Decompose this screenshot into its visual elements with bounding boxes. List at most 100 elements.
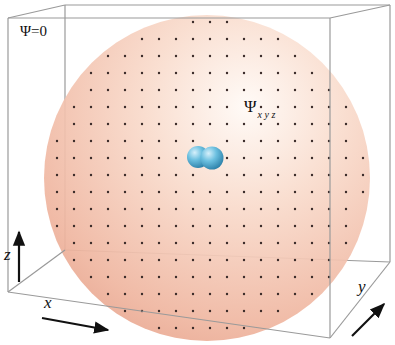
wavefunction-subscript: x y z <box>258 110 276 120</box>
grid-point <box>209 55 211 57</box>
grid-point <box>243 242 245 244</box>
grid-point <box>175 242 177 244</box>
grid-point <box>192 123 194 125</box>
grid-point <box>192 293 194 295</box>
grid-point <box>311 174 313 176</box>
grid-point <box>260 310 262 312</box>
grid-point <box>311 72 313 74</box>
grid-point <box>192 259 194 261</box>
boundary-label: Ψ=0 <box>20 24 47 39</box>
grid-point <box>107 242 109 244</box>
grid-point <box>226 310 228 312</box>
grid-point <box>209 72 211 74</box>
grid-point <box>90 174 92 176</box>
grid-point <box>294 123 296 125</box>
grid-point <box>175 310 177 312</box>
grid-point <box>158 259 160 261</box>
grid-point <box>294 55 296 57</box>
grid-point <box>277 276 279 278</box>
grid-point <box>141 106 143 108</box>
grid-point <box>260 106 262 108</box>
grid-point <box>243 191 245 193</box>
grid-point <box>175 208 177 210</box>
grid-point <box>277 38 279 40</box>
grid-point <box>192 106 194 108</box>
grid-point <box>56 208 58 210</box>
grid-point <box>345 106 347 108</box>
grid-point <box>311 259 313 261</box>
grid-point <box>158 174 160 176</box>
grid-point <box>107 55 109 57</box>
grid-point <box>260 140 262 142</box>
grid-point <box>294 191 296 193</box>
grid-point <box>73 106 75 108</box>
grid-point <box>90 72 92 74</box>
grid-point <box>226 123 228 125</box>
grid-point <box>107 276 109 278</box>
grid-point <box>260 72 262 74</box>
grid-point <box>311 208 313 210</box>
grid-point <box>192 208 194 210</box>
grid-point <box>277 259 279 261</box>
grid-point <box>209 259 211 261</box>
grid-point <box>158 191 160 193</box>
grid-point <box>192 225 194 227</box>
grid-point <box>141 38 143 40</box>
grid-point <box>73 208 75 210</box>
grid-point <box>294 89 296 91</box>
axis-arrows <box>19 232 384 336</box>
grid-point <box>124 242 126 244</box>
grid-point <box>192 38 194 40</box>
grid-point <box>209 293 211 295</box>
grid-point <box>158 327 160 329</box>
grid-point <box>277 72 279 74</box>
grid-point <box>192 55 194 57</box>
grid-point <box>90 123 92 125</box>
wavefunction-symbol: Ψ <box>244 98 257 115</box>
grid-point <box>294 293 296 295</box>
grid-point <box>226 208 228 210</box>
grid-point <box>260 191 262 193</box>
grid-point <box>141 140 143 142</box>
grid-point <box>294 106 296 108</box>
grid-point <box>260 174 262 176</box>
grid-point <box>243 55 245 57</box>
grid-point <box>192 327 194 329</box>
grid-point <box>243 72 245 74</box>
grid-point <box>192 21 194 23</box>
grid-point <box>260 208 262 210</box>
grid-point <box>192 140 194 142</box>
grid-point <box>260 259 262 261</box>
grid-point <box>107 157 109 159</box>
grid-point <box>209 21 211 23</box>
grid-point <box>226 89 228 91</box>
grid-point <box>226 140 228 142</box>
grid-point <box>294 140 296 142</box>
grid-point <box>243 38 245 40</box>
grid-point <box>277 106 279 108</box>
grid-point <box>277 89 279 91</box>
grid-point <box>277 157 279 159</box>
grid-point <box>90 208 92 210</box>
grid-point <box>141 157 143 159</box>
grid-point <box>311 293 313 295</box>
grid-point <box>158 55 160 57</box>
grid-point <box>226 242 228 244</box>
grid-point <box>90 242 92 244</box>
grid-point <box>73 174 75 176</box>
grid-point <box>124 140 126 142</box>
grid-point <box>243 327 245 329</box>
grid-point <box>107 140 109 142</box>
grid-point <box>277 242 279 244</box>
grid-point <box>107 225 109 227</box>
grid-point <box>243 174 245 176</box>
grid-point <box>209 123 211 125</box>
axis-label: x <box>44 294 52 311</box>
grid-point <box>277 174 279 176</box>
grid-point <box>209 208 211 210</box>
grid-point <box>209 310 211 312</box>
grid-point <box>158 157 160 159</box>
grid-point <box>277 310 279 312</box>
grid-point <box>107 89 109 91</box>
grid-point <box>73 259 75 261</box>
